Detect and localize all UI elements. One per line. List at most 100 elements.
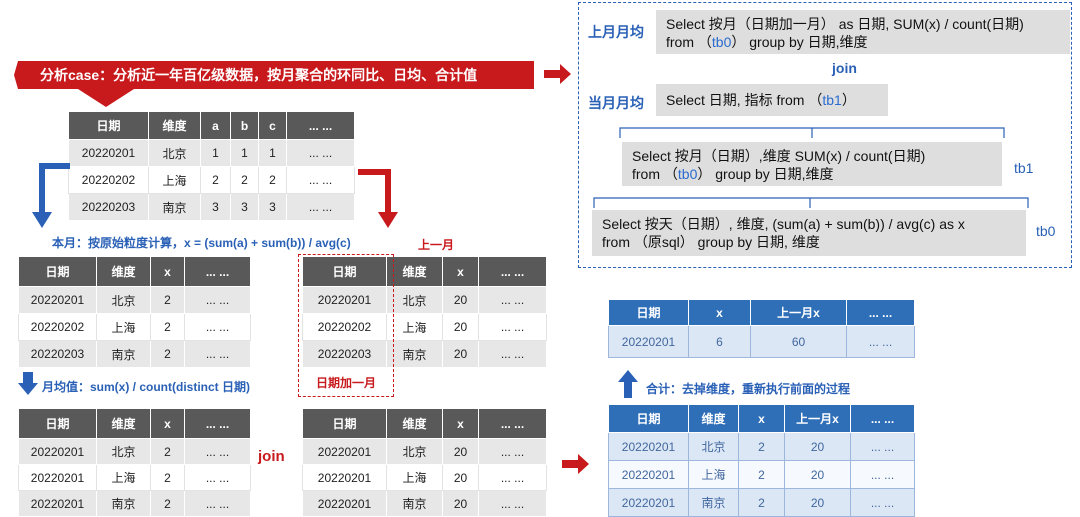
- table-cell: 20220203: [68, 193, 149, 221]
- table-cell: 北京: [96, 286, 151, 314]
- table-cell: 北京: [96, 438, 151, 465]
- table-cell: ... ...: [184, 340, 251, 368]
- table-cell: 20220201: [302, 490, 387, 517]
- table-cell: 20220201: [18, 286, 97, 314]
- column-header: 上一月x: [750, 299, 847, 326]
- table-cell: 20220201: [18, 490, 97, 517]
- sql-line: Select 按月（日期加一月） as 日期, SUM(x) / count(日…: [666, 16, 1024, 32]
- table-cell: 北京: [386, 438, 443, 465]
- table-cell: 北京: [148, 139, 201, 167]
- column-header: 维度: [386, 408, 443, 439]
- table-cell: 20220201: [18, 438, 97, 465]
- table-cell: 南京: [386, 340, 443, 368]
- arrow-right-icon: [544, 64, 571, 84]
- table-cell: 2: [738, 432, 785, 461]
- table-cell: 2: [258, 166, 287, 194]
- column-header: ... ...: [478, 256, 547, 287]
- date-plus-month-label: 日期加一月: [316, 376, 377, 390]
- banner-text: 分析case：分析近一年百亿级数据，按月聚合的环同比、日均、合计值: [40, 67, 478, 83]
- column-header: 日期: [18, 408, 97, 439]
- table-cell: 南京: [386, 490, 443, 517]
- column-header: 维度: [386, 256, 443, 287]
- table-cell: 1: [258, 139, 287, 167]
- column-header: 日期: [18, 256, 97, 287]
- table-cell: 2: [150, 490, 185, 517]
- column-header: c: [258, 111, 287, 140]
- arrow-up-icon: [618, 370, 638, 398]
- table-cell: ... ...: [184, 313, 251, 341]
- case-banner: 分析case：分析近一年百亿级数据，按月聚合的环同比、日均、合计值: [10, 57, 538, 109]
- column-header: ... ...: [478, 408, 547, 439]
- table-cell: ... ...: [478, 313, 547, 341]
- table-cell: 2: [150, 438, 185, 465]
- table-cell: 上海: [96, 464, 151, 491]
- table-cell: 2: [200, 166, 231, 194]
- arrow-down-blue-icon: [32, 163, 70, 228]
- last-month-label: 上一月: [418, 238, 455, 252]
- sql-tb0: Select 按天（日期）, 维度, (sum(a) + sum(b)) / a…: [592, 210, 1026, 256]
- column-header: x: [150, 408, 185, 439]
- sql-line: from （tb0） group by 日期,维度: [632, 165, 992, 183]
- column-header: ... ...: [286, 111, 355, 140]
- sql-text: ） group by 日期,维度: [731, 34, 868, 50]
- table-cell: 20220201: [68, 139, 149, 167]
- sql-text: from （: [632, 166, 678, 182]
- table-cell: ... ...: [478, 438, 547, 465]
- tb1-name: tb1: [1014, 160, 1034, 176]
- sql-last-month-avg: Select 按月（日期加一月） as 日期, SUM(x) / count(日…: [656, 10, 1070, 54]
- table-cell: ... ...: [478, 340, 547, 368]
- table-cell: 20: [784, 460, 851, 489]
- monthly-avg-label: 月均值：sum(x) / count(distinct 日期): [42, 380, 250, 394]
- table-cell: 2: [150, 286, 185, 314]
- tb0-ref: tb0: [677, 166, 698, 182]
- table-cell: ... ...: [286, 139, 355, 167]
- this-month-avg-tag: 当月月均: [588, 95, 644, 111]
- column-header: 日期: [302, 408, 387, 439]
- sql-this-month-avg: Select 日期, 指标 from （tb1）: [656, 84, 888, 116]
- table-cell: 60: [750, 325, 847, 358]
- table-cell: 20220201: [608, 460, 689, 489]
- table-cell: 20220201: [18, 464, 97, 491]
- table-cell: 20220201: [608, 432, 689, 461]
- tb0-name: tb0: [1036, 223, 1056, 239]
- table-cell: 3: [258, 193, 287, 221]
- table-cell: ... ...: [184, 286, 251, 314]
- table-cell: ... ...: [478, 464, 547, 491]
- table-cell: 2: [150, 464, 185, 491]
- sql-text: ）: [841, 92, 856, 108]
- table-cell: ... ...: [850, 432, 915, 461]
- sql-line: from （tb0） group by 日期,维度: [666, 33, 1060, 51]
- this-month-label: 本月：按原始粒度计算，x = (sum(a) + sum(b)) / avg(c…: [52, 236, 351, 250]
- table-cell: ... ...: [478, 286, 547, 314]
- last-month-avg-tag: 上月月均: [588, 24, 644, 40]
- table-cell: 20: [784, 432, 851, 461]
- table-cell: 20220201: [302, 286, 387, 314]
- column-header: 维度: [148, 111, 201, 140]
- sql-line: Select 按月（日期）,维度 SUM(x) / count(日期): [632, 148, 926, 164]
- table-cell: 北京: [688, 432, 739, 461]
- column-header: ... ...: [184, 408, 251, 439]
- column-header: x: [688, 299, 751, 326]
- table-cell: 上海: [688, 460, 739, 489]
- table-cell: 20: [442, 313, 479, 341]
- column-header: 维度: [688, 404, 739, 433]
- table-cell: 20220203: [302, 340, 387, 368]
- table-cell: 20: [784, 488, 851, 517]
- table-cell: 2: [738, 460, 785, 489]
- banner-shape: [14, 61, 534, 107]
- table-cell: ... ...: [478, 490, 547, 517]
- table-cell: 20: [442, 438, 479, 465]
